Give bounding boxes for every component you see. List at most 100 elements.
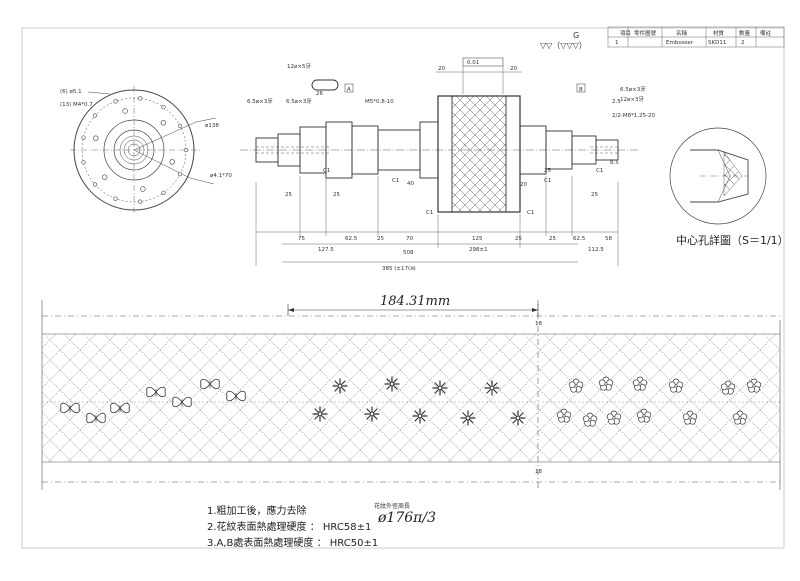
bolt-hole [101,174,108,180]
pitch-note-value: ø176π/3 [378,510,436,526]
tb-item: 1 [615,40,619,46]
dim-25g: 25 [591,192,598,198]
thread-2: 6.5ø×3牙 [247,98,273,105]
bolt-hole [138,199,143,204]
ref-a: A [347,87,351,93]
thread-6: 12ø×3牙 [620,96,644,103]
dim-25b: 25 [515,236,522,242]
tb-h-qty: 數量 [739,29,751,37]
center-hole-detail [669,127,767,225]
flower-motif [384,376,400,392]
bolt-hole [93,135,99,141]
dim-127-5: 127.5 [318,247,334,253]
tb-h-name: 名稱 [676,29,688,37]
finish-grade: G [573,31,579,40]
dim-25e: 25 [333,192,340,198]
c1-c: C1 [426,210,433,216]
pitch-note-label: 花紋外徑周長 [374,503,411,510]
dim-8-5: 8.5 [610,160,619,166]
dim-40: 40 [407,181,414,187]
edge-mark-2: 18 [535,469,542,475]
sheet-border [21,27,785,549]
flower-motif [364,406,380,422]
dim-508: 508 [403,250,414,256]
bolt-hole [92,113,98,118]
c1-f: C1 [596,168,603,174]
bolt-hole [113,99,118,104]
bolt-holes [81,96,189,204]
flower-motif [312,406,328,422]
thread-3: 6.5ø×3牙 [286,98,312,105]
tb-h-item: 項目 [620,30,631,37]
flower-motif [332,378,348,394]
dim-75: 75 [298,236,305,242]
tb-material: SKD11 [708,40,726,46]
note-1: 1.粗加工後，應力去除 [207,506,307,517]
bolt-hole [169,159,175,165]
dim-58: 58 [605,236,612,242]
c1-a: C1 [323,168,330,174]
dim-70: 70 [406,236,413,242]
dim-62-5: 62.5 [345,236,358,242]
ref-b: B [579,87,583,93]
flower-motif [412,408,428,424]
dim-20c: 20 [510,66,517,72]
dim-112-5: 112.5 [588,247,604,253]
dimension-lines [255,66,619,266]
bolt-hole [161,105,166,110]
tol-box: 0.01 [467,60,479,66]
tb-qty: 2 [741,40,745,46]
dim-298: 298±1 [469,247,488,253]
flower-motif [432,380,448,396]
bolt-hole [92,182,98,187]
bolt-hole [161,190,166,195]
dim-125: 125 [472,236,483,242]
tb-h-part: 零件圖號 [634,29,657,37]
c1-e: C1 [544,178,551,184]
pattern-strip [41,300,781,490]
finish-symbols: ▽▽（▽▽▽） [540,41,587,50]
c1-d: C1 [527,210,534,216]
bolt-hole [177,172,183,177]
tb-name: Embosser [666,40,694,46]
end-view [70,86,217,214]
drawing-labels: 項目 零件圖號 名稱 材質 數量 備註 1 Embosser SKD11 2 G… [60,29,772,475]
pattern-length-label: 184.31mm [380,294,451,309]
bolt-hole [138,96,143,101]
dim-20b: 20 [438,66,445,72]
dim-25f: 25 [544,168,551,174]
bolt-hole [81,160,86,165]
dim-385: 385 (±17㎝) [382,266,416,272]
bolt-hole [140,186,146,192]
c1-b: C1 [392,178,399,184]
dim-2-5: 2.5 [612,99,621,105]
flower-motif [484,380,500,396]
flower-motif [460,410,476,426]
dim-20: 20 [520,182,527,188]
hole-note-1: (6) ø5.1 [60,89,82,95]
detail-label: 中心孔詳圖（S＝1/1） [676,234,789,247]
thread-1: 12ø×5牙 [287,63,311,70]
bolt-hole [122,108,128,114]
thread-4: M5*0.8-10 [365,99,394,105]
bolt-hole [113,196,118,201]
bolt-hole [81,135,86,140]
shaft-side-view [240,57,640,213]
bolt-hole [160,120,167,126]
tb-h-remark: 備註 [760,29,772,37]
dim-26: 26 [316,91,323,97]
dim-d41: ø4.1*70 [210,173,232,179]
thread-7: 2/2-M8*1.25-20 [612,113,656,119]
dim-62-5b: 62.5 [573,236,586,242]
hole-note-2: (13) M4*0.7 [60,102,93,108]
edge-mark-1: 18 [535,321,542,327]
bolt-hole [183,147,189,153]
flower-motif [510,410,526,426]
dim-25: 25 [377,236,384,242]
tb-h-material: 材質 [713,29,725,37]
title-block [607,26,785,48]
note-2: 2.花紋表面熱處理硬度 ： HRC58±1 [207,522,372,533]
dim-25c: 25 [549,236,556,242]
dim-25d: 25 [285,192,292,198]
